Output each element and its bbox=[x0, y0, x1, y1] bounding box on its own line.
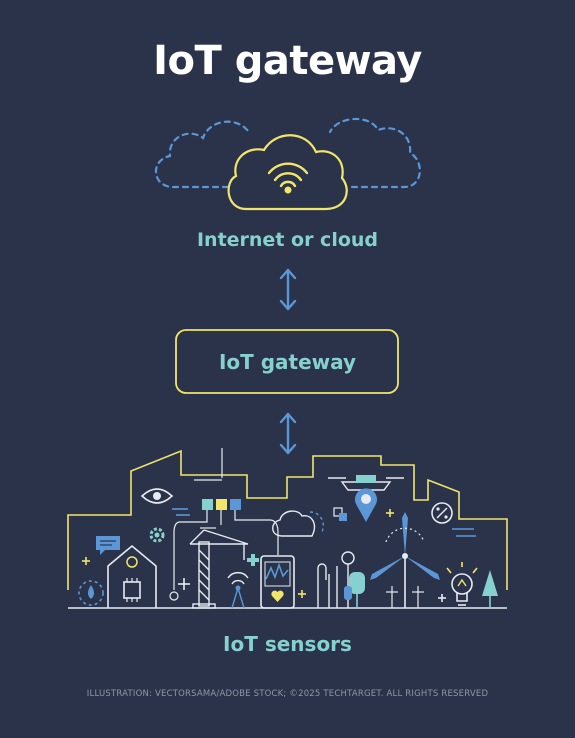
drone-icon bbox=[328, 475, 404, 491]
gateway-box bbox=[175, 329, 399, 394]
double-arrow-icon bbox=[279, 268, 297, 311]
plus-decorations-light bbox=[178, 578, 446, 602]
tree-icon bbox=[482, 570, 498, 608]
eye-icon bbox=[140, 488, 190, 516]
crane-icon bbox=[189, 529, 249, 609]
wifi-tower-icon bbox=[227, 572, 249, 609]
wind-turbine-icon bbox=[370, 512, 440, 608]
cloud-label: Internet or cloud bbox=[196, 229, 379, 251]
sensors-label: IoT sensors bbox=[223, 632, 352, 656]
network-hub bbox=[169, 448, 279, 601]
plus-decorations bbox=[82, 509, 394, 598]
small-trees bbox=[344, 572, 365, 608]
dash-lines bbox=[452, 528, 476, 537]
smartphone-heart-icon bbox=[260, 555, 295, 609]
illustration-credit: ILLUSTRATION: VECTORSAMA/ADOBE STOCK; ©2… bbox=[86, 689, 489, 699]
medical-cross-icon bbox=[247, 554, 259, 566]
water-drop-icon bbox=[78, 580, 104, 606]
cloud-wifi-icon bbox=[227, 134, 348, 211]
location-pin-icon bbox=[355, 488, 377, 522]
dashed-clouds bbox=[154, 117, 421, 189]
gear-icon bbox=[149, 527, 165, 543]
lightbulb-icon bbox=[446, 562, 478, 606]
small-cloud-icon bbox=[272, 510, 324, 537]
house-chip-icon bbox=[107, 544, 157, 608]
page-title: IoT gateway bbox=[153, 38, 422, 84]
city-skyline bbox=[67, 449, 508, 590]
sensor-poles bbox=[317, 551, 355, 608]
percent-icon bbox=[431, 502, 453, 524]
double-arrow-icon bbox=[279, 412, 297, 455]
gateway-label: IoT gateway bbox=[218, 350, 357, 374]
data-squares bbox=[333, 507, 347, 521]
chat-bubble-icon bbox=[96, 536, 120, 555]
